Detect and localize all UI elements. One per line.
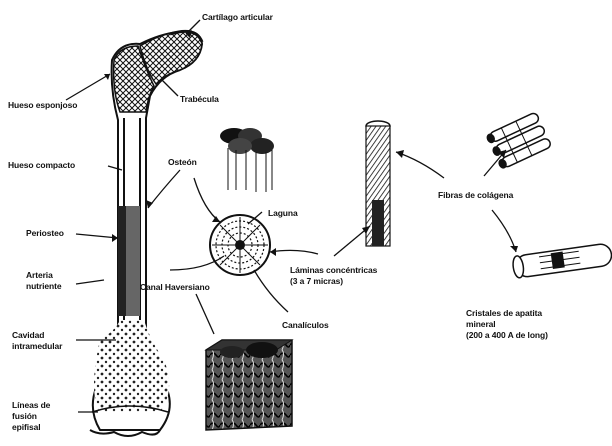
label-laminas-line2: (3 a 7 micras) [290,276,343,286]
label-fibras-colagena: Fibras de colágena [438,190,513,200]
label-laguna: Laguna [268,208,298,218]
label-cristales-line1: Cristales de apatita [466,308,542,318]
label-cartilago-articular: Cartílago articular [202,12,273,22]
label-hueso-esponjoso: Hueso esponjoso [8,100,77,110]
label-cristales-line3: (200 a 400 A de long) [466,330,548,340]
label-cavidad-line1: Cavidad [12,330,44,340]
compact-bone-block [206,340,292,430]
collagen-fibres [485,112,552,170]
label-canal-haversiano: Canal Haversiano [140,282,210,292]
label-lineas-line2: fusión [12,411,37,421]
femur-bone [90,31,202,436]
label-lineas-line3: epifisal [12,422,41,432]
osteon-cylinders [220,128,274,192]
label-osteon: Osteón [168,157,197,167]
label-laminas-line1: Láminas concéntricas [290,265,377,275]
label-trabecula: Trabécula [180,94,219,104]
label-cristales-line2: mineral [466,319,496,329]
apatite-crystal-fibre [512,243,612,279]
label-canaliculos: Canalículos [282,320,329,330]
osteon-cross-section [210,215,270,275]
label-periosteo: Periosteo [26,228,64,238]
label-lineas-line1: Líneas de [12,400,50,410]
lamellae-cylinder [366,121,390,246]
label-hueso-compacto: Hueso compacto [8,160,75,170]
label-arteria-line2: nutriente [26,281,61,291]
label-arteria-line1: Arteria [26,270,53,280]
label-cavidad-line2: intramedular [12,341,62,351]
